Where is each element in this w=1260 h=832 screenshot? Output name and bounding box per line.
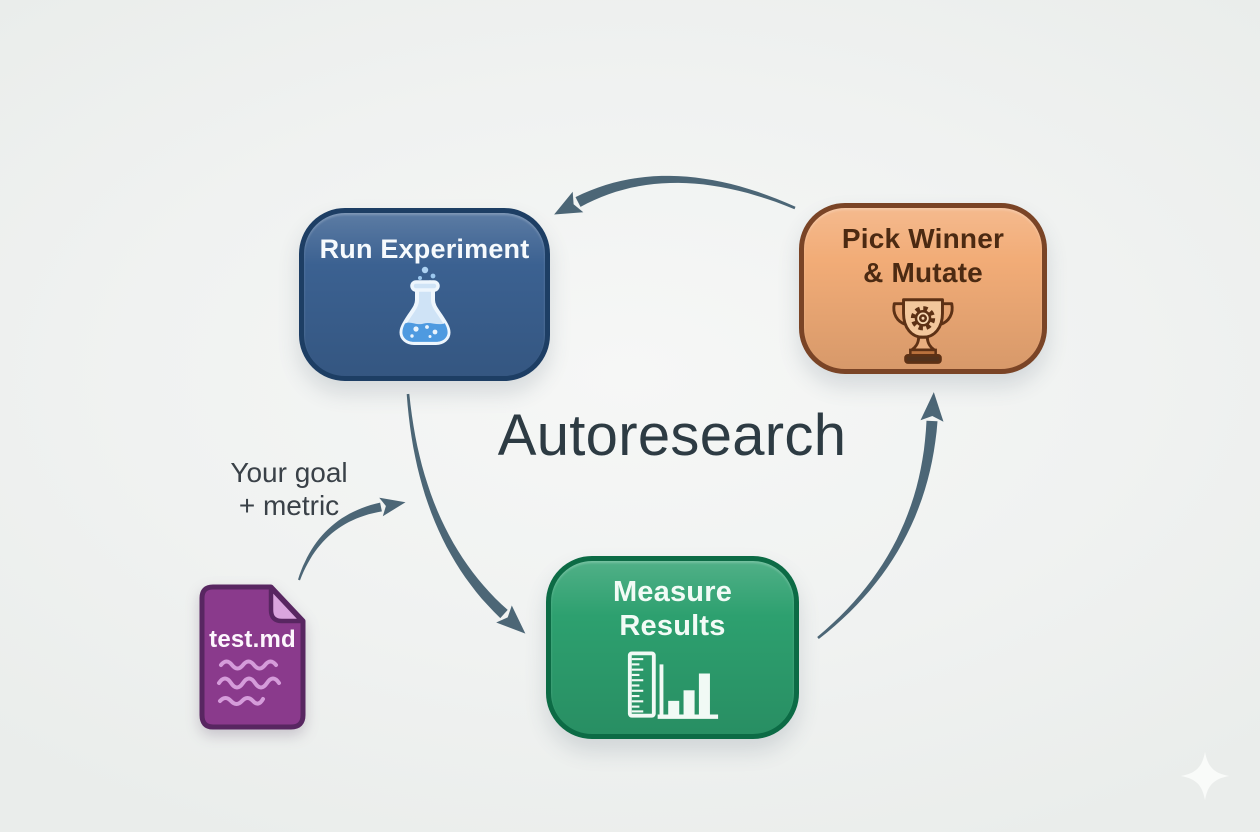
node-label-text: Results (619, 610, 726, 643)
annotation-line: + metric (238, 490, 340, 522)
arrow-goal-to-cycle (298, 497, 406, 581)
file-test-md: test.md (197, 582, 308, 732)
node-label-text: Run Experiment (319, 234, 530, 264)
ruler-bar-chart-icon (627, 651, 718, 720)
diagram-title: Autoresearch (497, 403, 847, 468)
node-label: Measure Results (613, 561, 732, 643)
node-label-text: Measure (612, 576, 733, 608)
sparkle-icon (1180, 751, 1230, 801)
arrow-measure-results-to-pick-winner (817, 392, 944, 639)
arrow-run-experiment-to-measure-results (406, 393, 526, 634)
node-label-text: Pick Winner (841, 223, 1005, 254)
node-label: Run Experiment (320, 213, 530, 265)
node-pick-winner-mutate: Pick Winner & Mutate (799, 203, 1047, 374)
trophy-gear-icon (892, 298, 954, 365)
file-name-label: test.md (209, 626, 296, 653)
flask-icon (399, 266, 450, 345)
node-label: Pick Winner & Mutate (842, 208, 1004, 289)
annotation-line: Your goal (230, 457, 348, 488)
node-measure-results: Measure Results (546, 556, 799, 739)
markdown-document-icon (199, 584, 306, 730)
arrow-pick-winner-to-run-experiment (554, 175, 796, 215)
node-run-experiment: Run Experiment (299, 208, 550, 381)
goal-metric-annotation: Your goal + metric (204, 456, 374, 522)
node-label-text: & Mutate (863, 256, 983, 288)
